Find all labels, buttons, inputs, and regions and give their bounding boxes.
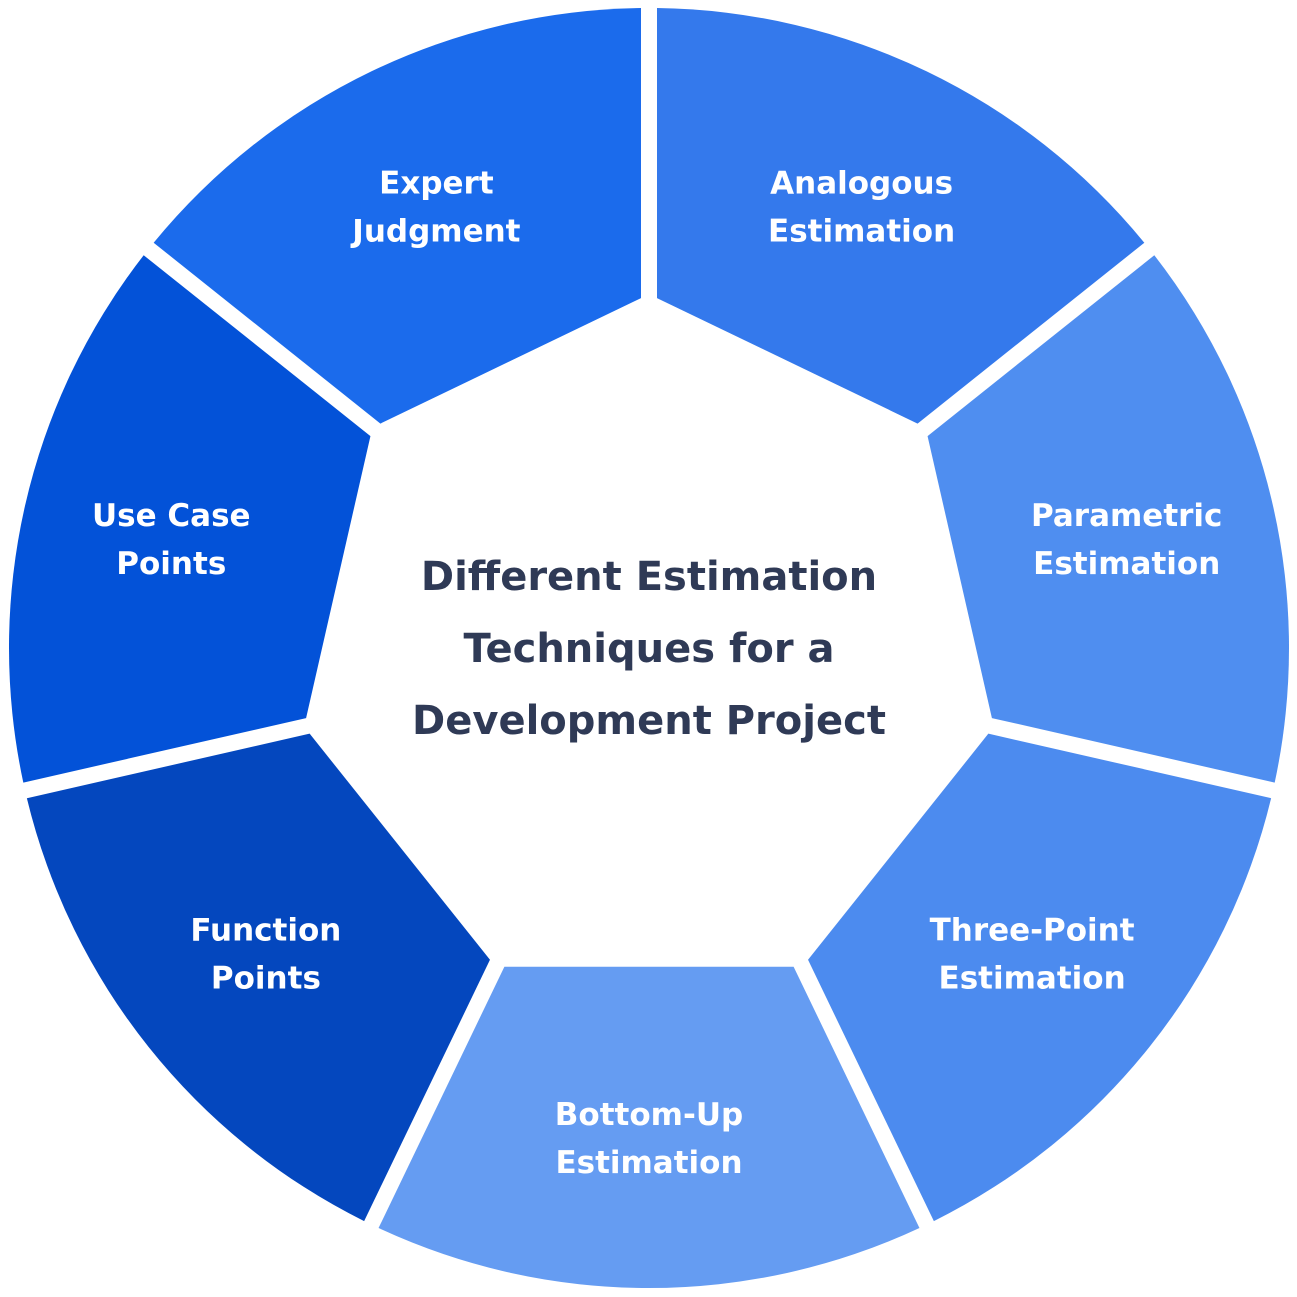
segment-label-line: Points <box>116 546 226 582</box>
segment-function-points <box>26 733 490 1222</box>
segment-label-line: Expert <box>379 166 494 202</box>
segment-use-case-points <box>8 255 371 783</box>
segment-three-point <box>808 733 1272 1222</box>
segment-parametric <box>927 255 1289 783</box>
segment-label-line: Points <box>211 961 321 997</box>
segment-analogous <box>657 8 1145 424</box>
center-title-line: Different Estimation <box>421 554 877 600</box>
segment-label-line: Judgment <box>350 214 520 250</box>
segment-label-line: Function <box>190 913 341 949</box>
center-title-line: Development Project <box>412 698 886 744</box>
wheel-segments <box>8 8 1289 1288</box>
segment-label-line: Estimation <box>768 214 955 250</box>
segment-label-line: Estimation <box>555 1145 742 1181</box>
segment-expert-judgment <box>153 8 642 424</box>
center-title-line: Techniques for a <box>464 626 835 672</box>
segment-label-line: Three-Point <box>930 913 1135 949</box>
segment-label-line: Estimation <box>1033 546 1220 582</box>
segment-label-line: Analogous <box>770 166 953 202</box>
segment-label-line: Bottom-Up <box>555 1097 743 1133</box>
segment-label-line: Estimation <box>939 961 1126 997</box>
segment-label-line: Use Case <box>92 498 251 534</box>
segment-label-line: Parametric <box>1031 498 1222 534</box>
segment-bottom-up <box>378 966 920 1288</box>
